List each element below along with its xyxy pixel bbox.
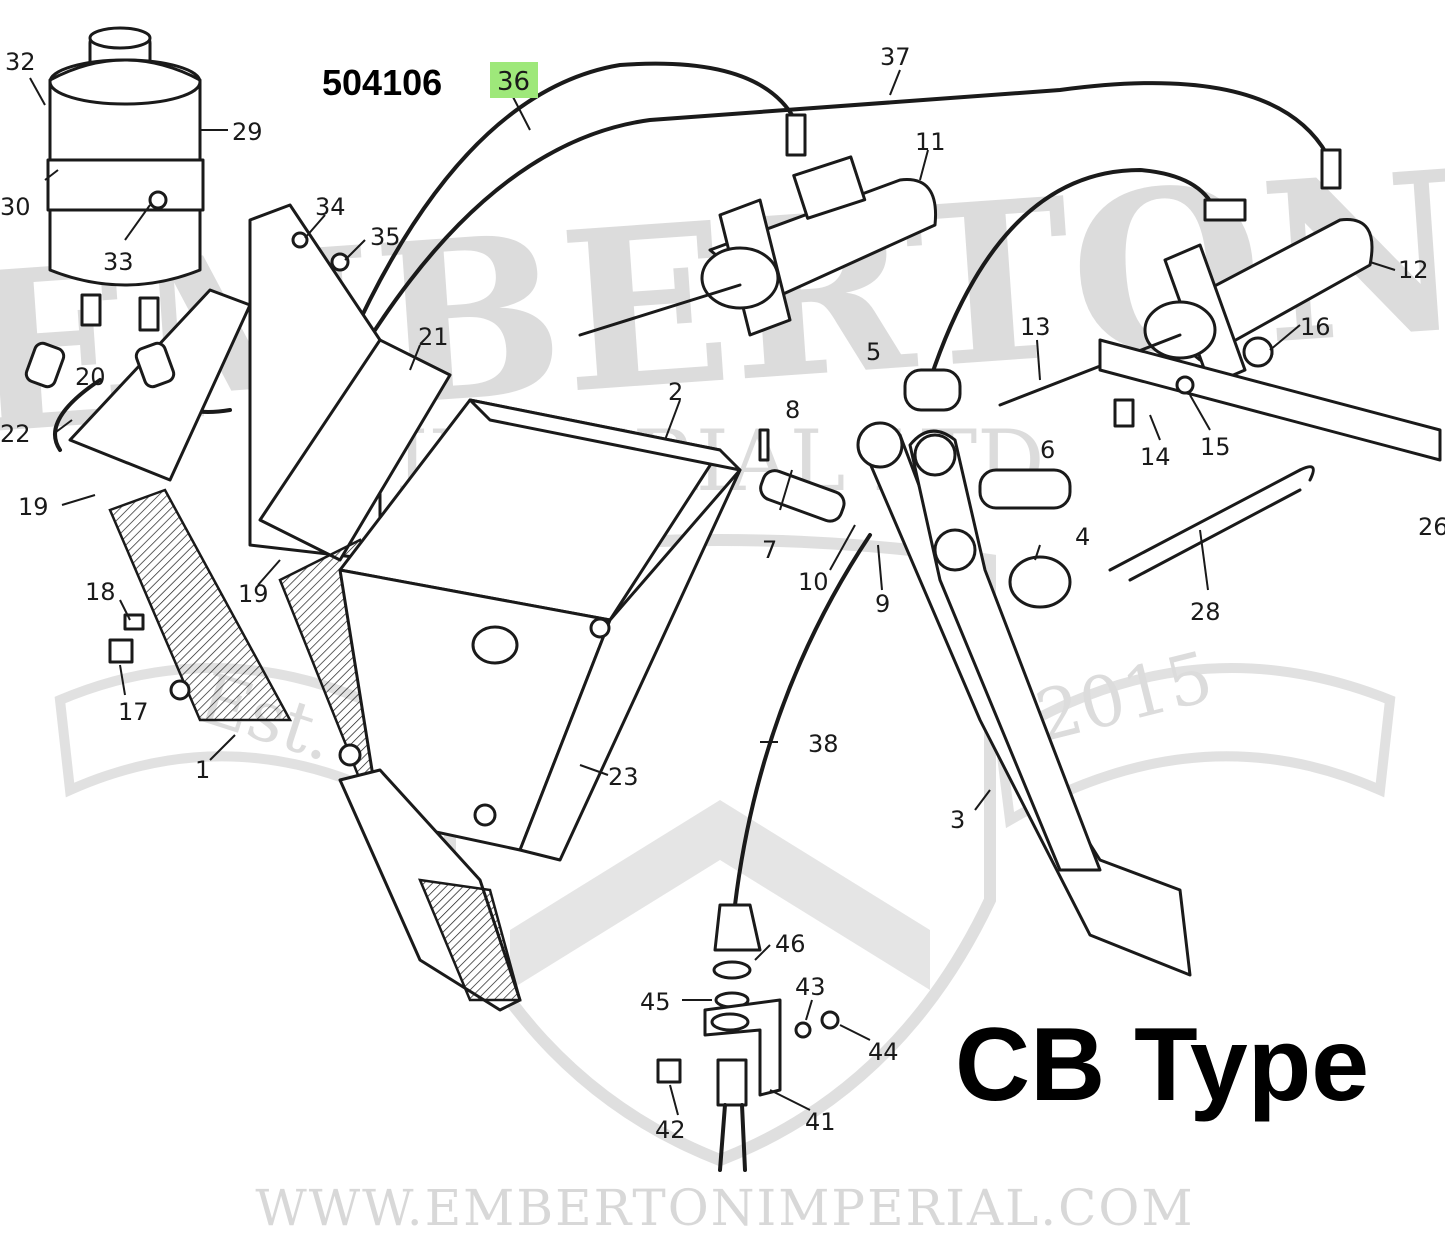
callout-13: 13 xyxy=(1020,313,1051,341)
callout-18: 18 xyxy=(85,578,116,606)
callout-43: 43 xyxy=(795,973,826,1001)
callout-41: 41 xyxy=(805,1108,836,1136)
part-7 xyxy=(759,469,846,523)
callout-22: 22 xyxy=(0,420,31,448)
callout-5: 5 xyxy=(866,338,881,366)
watermark-banner-right xyxy=(994,663,1396,829)
part-17 xyxy=(108,638,134,664)
callout-21: 21 xyxy=(418,323,449,351)
highlighted-callout-background xyxy=(490,62,538,98)
fluid-reservoir xyxy=(46,26,228,332)
callout-32: 32 xyxy=(5,48,36,76)
highlighted-callout: 36 xyxy=(497,67,530,97)
callout-35: 35 xyxy=(370,223,401,251)
callout-11: 11 xyxy=(915,128,946,156)
callout-1: 1 xyxy=(195,756,210,784)
callout-16: 16 xyxy=(1300,313,1331,341)
callout-28: 28 xyxy=(1190,598,1221,626)
callout-26: 26 xyxy=(1418,513,1445,541)
pedal-left xyxy=(338,768,522,1012)
watermark-year: 2015 xyxy=(1028,635,1221,758)
callout-46: 46 xyxy=(775,930,806,958)
callout-42: 42 xyxy=(655,1116,686,1144)
callout-30: 30 xyxy=(0,193,31,221)
part-16 xyxy=(1242,336,1274,368)
callout-45: 45 xyxy=(640,988,671,1016)
part-20-nut xyxy=(134,341,176,389)
part-34 xyxy=(291,231,309,249)
callout-29: 29 xyxy=(232,118,263,146)
callout-17: 17 xyxy=(118,698,149,726)
part-28 xyxy=(1108,468,1302,572)
callout-labels: 1 2 3 4 5 6 7 8 9 10 11 12 13 14 15 16 1… xyxy=(0,43,1445,1144)
callout-2: 2 xyxy=(668,378,683,406)
callout-19-left: 19 xyxy=(18,493,49,521)
master-cylinder-11 xyxy=(578,155,938,337)
part-5 xyxy=(903,368,962,412)
callout-37: 37 xyxy=(880,43,911,71)
callout-34: 34 xyxy=(315,193,346,221)
part-4 xyxy=(1008,555,1072,609)
callout-19-mid: 19 xyxy=(238,580,269,608)
part-number: 504106 xyxy=(322,62,442,103)
callout-14: 14 xyxy=(1140,443,1171,471)
watermark-chevron xyxy=(510,800,930,990)
type-label: CB Type xyxy=(955,1007,1369,1123)
callout-12: 12 xyxy=(1398,256,1429,284)
part-8 xyxy=(758,428,770,462)
callout-10: 10 xyxy=(798,568,829,596)
callout-3: 3 xyxy=(950,806,965,834)
callout-15: 15 xyxy=(1200,433,1231,461)
callout-20: 20 xyxy=(75,363,106,391)
part-6 xyxy=(978,468,1072,510)
callout-9: 9 xyxy=(875,590,890,618)
watermark-url: WWW.EMBERTONIMPERIAL.COM xyxy=(255,1179,1194,1237)
callout-7: 7 xyxy=(762,536,777,564)
part-46-nut xyxy=(713,903,762,952)
pedal-box xyxy=(68,203,742,862)
callout-38: 38 xyxy=(808,730,839,758)
small-parts xyxy=(24,231,1315,664)
pipe-38-assembly xyxy=(656,533,872,1172)
part-28b xyxy=(1128,488,1302,582)
pedal-3 xyxy=(856,421,1192,977)
leader-lines xyxy=(29,69,1396,1116)
callout-44: 44 xyxy=(868,1038,899,1066)
brake-pipes xyxy=(53,61,1342,452)
callout-23: 23 xyxy=(608,763,639,791)
callout-33: 33 xyxy=(103,248,134,276)
callout-4: 4 xyxy=(1075,523,1090,551)
master-cylinder-12 xyxy=(998,218,1442,462)
callout-8: 8 xyxy=(785,396,800,424)
part-35 xyxy=(330,252,350,272)
callout-6: 6 xyxy=(1040,436,1055,464)
